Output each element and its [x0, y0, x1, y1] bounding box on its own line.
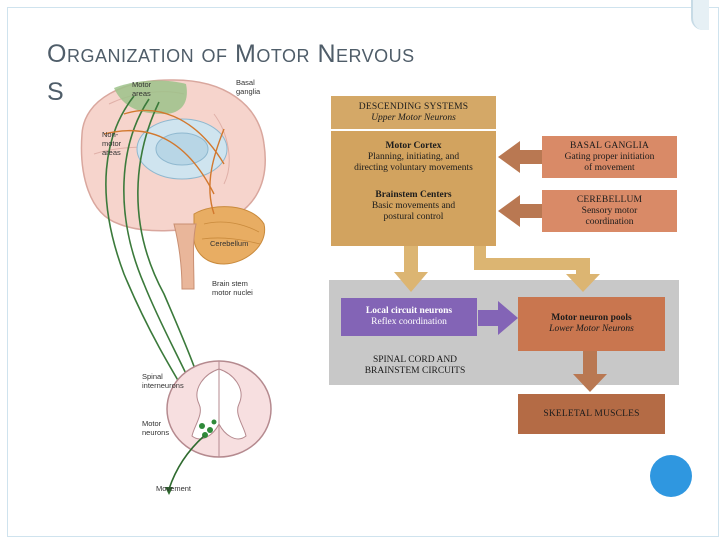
motor-neuron-pools-box: Motor neuron pools Lower Motor Neurons [518, 297, 665, 351]
spinal-cord-label: SPINAL CORD AND BRAINSTEM CIRCUITS [340, 352, 490, 380]
motor-cortex-line2: directing voluntary movements [354, 163, 473, 173]
spinal-cord-line1: SPINAL CORD AND [372, 355, 458, 365]
arrow-pools-to-skeletal [573, 351, 607, 392]
arrow-local-to-pools [478, 301, 518, 335]
arrow-cerebellum-to-brainstem [498, 195, 542, 227]
slide-frame [7, 7, 719, 537]
cerebellum-box: CEREBELLUM Sensory motor coordination [542, 190, 677, 232]
accent-circle [650, 455, 692, 497]
descending-subtitle: Upper Motor Neurons [371, 112, 456, 123]
arrow-basal-to-cortex [498, 141, 542, 173]
brainstem-line2: postural control [383, 212, 444, 222]
slide-title: Organization of Motor Nervous [47, 40, 415, 68]
corner-tab [691, 0, 709, 30]
motor-cortex-line1: Planning, initiating, and [367, 152, 460, 162]
local-circuit-box: Local circuit neurons Reflex coordinatio… [341, 298, 477, 336]
label-cerebellum: Cerebellum [210, 239, 249, 248]
slide-title-line2: S [47, 78, 65, 106]
brain-diagram-svg [80, 79, 272, 495]
basal-ganglia-line1: Gating proper initiation [564, 151, 655, 162]
skeletal-muscles-box: SKELETAL MUSCLES [518, 394, 665, 434]
brainstem-title: Brainstem Centers [375, 190, 452, 200]
basal-ganglia-box: BASAL GANGLIA Gating proper initiation o… [542, 136, 677, 178]
basal-ganglia-title: BASAL GANGLIA [569, 140, 650, 151]
arrow-to-motor-pools [474, 246, 600, 292]
arrow-to-local-circuit [394, 246, 428, 292]
motor-cortex-title: Motor Cortex [385, 141, 442, 151]
cerebellum-title: CEREBELLUM [576, 194, 643, 205]
motor-pools-subtitle: Lower Motor Neurons [549, 324, 634, 334]
skeletal-title: SKELETAL MUSCLES [543, 408, 640, 419]
cerebellum-line2: coordination [585, 216, 634, 227]
spinal-cord-line2: BRAINSTEM CIRCUITS [364, 366, 466, 376]
descending-systems-box: DESCENDING SYSTEMS Upper Motor Neurons [331, 96, 496, 129]
local-circuit-title: Local circuit neurons [365, 306, 453, 316]
cerebellum-line1: Sensory motor [581, 205, 638, 216]
label-movement: Movement [156, 484, 192, 493]
local-circuit-line1: Reflex coordination [371, 317, 447, 327]
motor-pools-title: Motor neuron pools [551, 313, 632, 323]
descending-title: DESCENDING SYSTEMS [358, 101, 469, 112]
motor-cortex-box: Motor Cortex Planning, initiating, and d… [331, 131, 496, 246]
basal-ganglia-line2: of movement [584, 162, 635, 173]
brainstem-line1: Basic movements and [371, 201, 456, 211]
